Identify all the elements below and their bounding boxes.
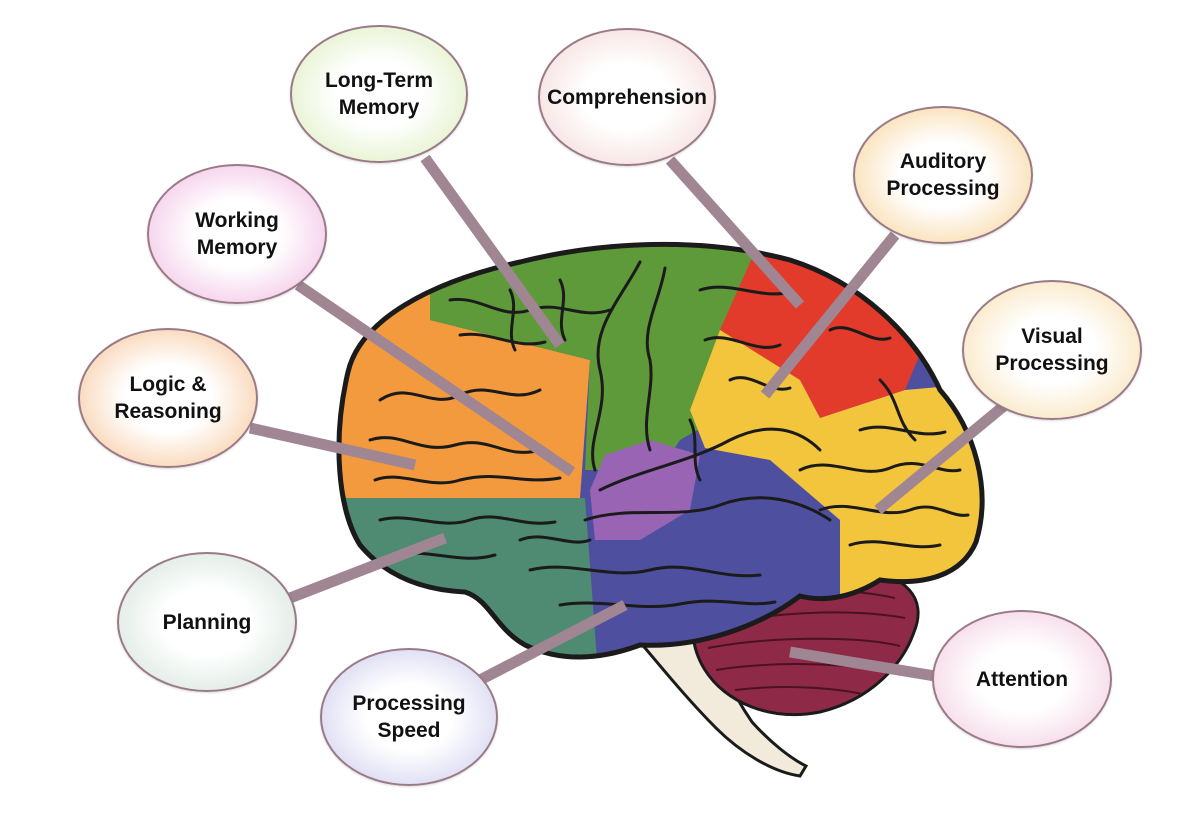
auditory-processing-bubble: Auditory Processing [853,106,1033,244]
connectors [248,154,1009,685]
attention-bubble: Attention [932,610,1112,748]
connector-comprehension [665,156,805,309]
visual-processing-bubble: Visual Processing [962,280,1142,420]
long-term-memory-label: Long-Term Memory [324,69,434,119]
logic-reasoning-label: Logic & Reasoning [114,373,222,423]
connector-logic-reasoning [248,422,417,471]
comprehension-label: Comprehension [547,85,707,109]
logic-reasoning-bubble: Logic & Reasoning [78,328,258,468]
connector-planning [288,532,447,604]
planning-label: Planning [162,610,252,634]
attention-label: Attention [975,667,1069,691]
long-term-memory-bubble: Long-Term Memory [290,25,468,163]
connector-auditory-processing [760,231,900,399]
connector-long-term-memory [420,154,565,349]
connector-visual-processing [874,400,1009,515]
visual-processing-label: Visual Processing [995,325,1109,375]
processing-speed-label: Processing Speed [352,692,466,742]
processing-speed-bubble: Processing Speed [320,648,498,786]
auditory-processing-label: Auditory Processing [886,150,1000,200]
connector-processing-speed [477,600,628,685]
connector-working-memory [294,280,576,477]
planning-bubble: Planning [117,552,297,692]
working-memory-label: Working Memory [195,209,279,259]
cerebrum-outline [336,241,985,660]
comprehension-bubble: Comprehension [538,28,716,166]
working-memory-bubble: Working Memory [147,164,327,304]
connector-attention [789,646,936,682]
